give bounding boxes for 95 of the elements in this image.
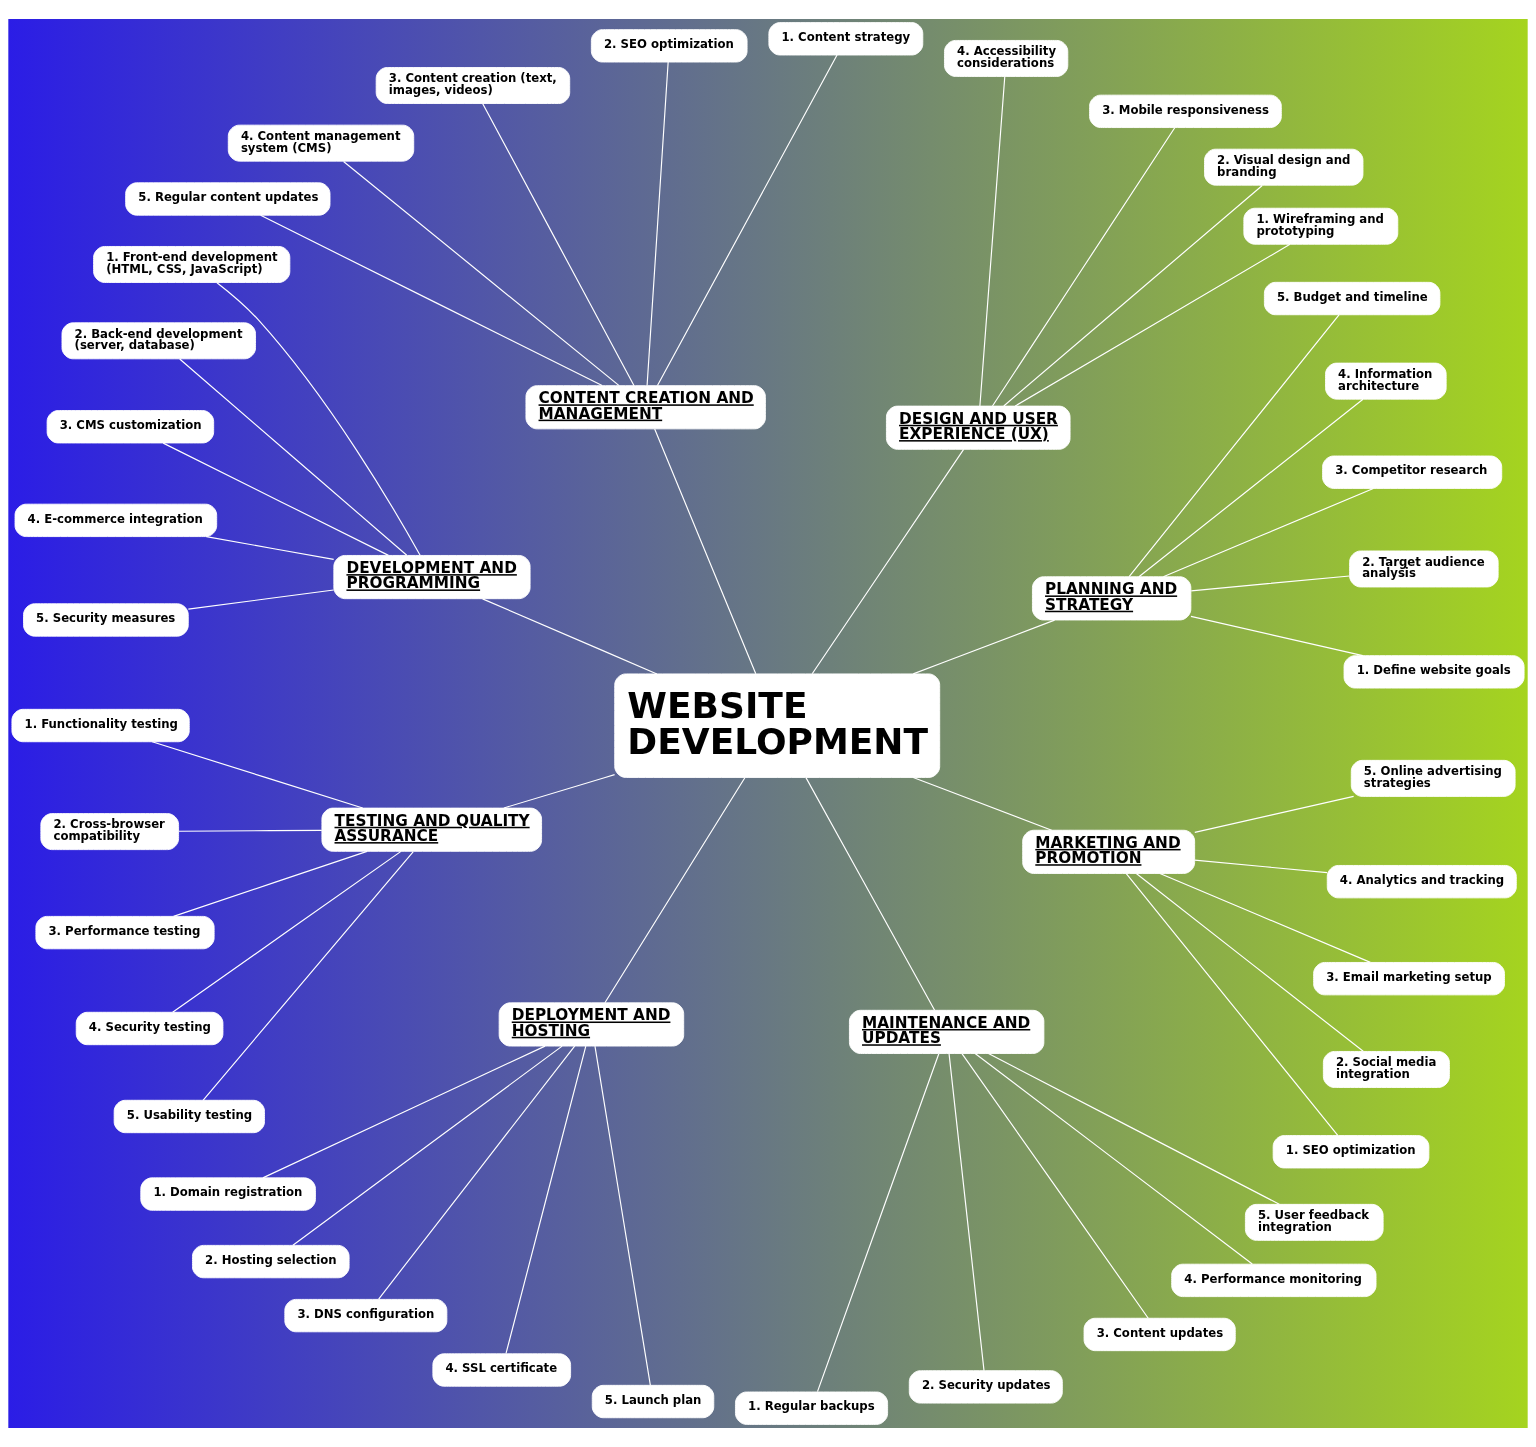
connector <box>1003 184 1263 407</box>
connector <box>816 1053 940 1393</box>
node-box: WEBSITE DEVELOPMENT <box>614 673 941 778</box>
connector <box>1162 487 1374 578</box>
connector <box>260 214 603 387</box>
node-box: 4. Security testing <box>75 1011 224 1046</box>
node-box: 2. Security updates <box>908 1370 1063 1404</box>
connector <box>503 774 616 809</box>
node-box: 2. Back-end development (server, database) <box>61 322 256 360</box>
node-box: 5. Launch plan <box>591 1384 715 1419</box>
node-box: 5. Security measures <box>23 603 189 637</box>
connector <box>505 1045 587 1354</box>
connector <box>1014 243 1291 407</box>
node-box: 1. Regular backups <box>735 1391 889 1425</box>
node-box: CONTENT CREATION AND MANAGEMENT <box>525 385 766 430</box>
connector <box>961 1053 1149 1319</box>
connector <box>187 589 335 610</box>
connector <box>1194 795 1355 833</box>
node-box: 4. Analytics and tracking <box>1326 865 1517 899</box>
node-box: 3. Performance testing <box>35 915 215 950</box>
connector <box>987 1053 1280 1205</box>
connector <box>1138 398 1364 578</box>
node-box: DESIGN AND USER EXPERIENCE (UX) <box>885 405 1071 450</box>
connector <box>1159 872 1371 963</box>
node-box: 3. Email marketing setup <box>1313 962 1505 996</box>
node-box: 2. Social media integration <box>1322 1051 1450 1088</box>
node-box: PLANNING AND STRATEGY <box>1031 576 1192 621</box>
connector <box>205 536 335 561</box>
node-box: 1. SEO optimization <box>1272 1135 1430 1169</box>
node-box: 4. E-commerce integration <box>14 503 218 538</box>
node-box: TESTING AND QUALITY ASSURANCE <box>321 807 543 852</box>
node-box: 4. Accessibility considerations <box>944 40 1069 77</box>
node-box: 1. Front-end development (HTML, CSS, JavaScript) <box>93 246 291 283</box>
connector <box>1190 575 1351 592</box>
node-box: 2. Target audience analysis <box>1349 550 1499 588</box>
node-box: 5. Regular content updates <box>125 182 331 216</box>
connector <box>1135 872 1364 1052</box>
connector <box>162 442 390 556</box>
connector <box>1194 859 1328 874</box>
node-box: MARKETING AND PROMOTION <box>1022 829 1196 874</box>
connector <box>604 777 746 1004</box>
node-box: 3. Content updates <box>1083 1317 1236 1352</box>
connector <box>1190 615 1364 657</box>
connector <box>991 127 1176 407</box>
node-box: 1. Define website goals <box>1343 655 1525 689</box>
node-box: 5. Online advertising strategies <box>1350 759 1516 797</box>
connector <box>1125 873 1339 1136</box>
node-box: MAINTENANCE AND UPDATES <box>848 1009 1045 1054</box>
node-box: 4. SSL certificate <box>432 1353 572 1387</box>
connector <box>151 741 364 809</box>
connector <box>482 103 635 387</box>
node-box: 5. Budget and timeline <box>1263 281 1441 316</box>
connector <box>974 1052 1253 1265</box>
connector <box>378 1045 576 1300</box>
node-box: 3. Content creation (text, images, videos) <box>375 67 571 104</box>
connector <box>948 1053 985 1372</box>
connector <box>172 850 368 917</box>
connector <box>811 448 965 675</box>
node-box: 1. Functionality testing <box>11 708 190 743</box>
connector <box>979 76 1006 407</box>
connector <box>292 1045 563 1246</box>
connector <box>805 777 936 1011</box>
node-box: 4. Performance monitoring <box>1171 1263 1377 1298</box>
connector <box>656 54 838 387</box>
connector <box>216 282 421 556</box>
connector <box>481 598 658 675</box>
node-box: 2. Visual design and branding <box>1204 148 1364 186</box>
connector <box>202 850 414 1101</box>
node-box: 2. SEO optimization <box>590 29 748 63</box>
connector <box>646 61 669 387</box>
connector <box>262 1045 546 1179</box>
node-box: 4. Content management system (CMS) <box>227 124 415 162</box>
node-box: 4. Information architecture <box>1325 362 1447 400</box>
node-box: 1. Content strategy <box>768 22 924 56</box>
connector <box>912 619 1056 675</box>
node-box: 3. Competitor research <box>1322 455 1503 489</box>
connector <box>342 160 620 387</box>
node-box: DEPLOYMENT AND HOSTING <box>498 1002 685 1047</box>
connector <box>1128 314 1340 578</box>
node-box: 2. Cross-browser compatibility <box>40 813 180 851</box>
connector <box>179 358 408 556</box>
node-box: 1. Wireframing and prototyping <box>1243 207 1399 245</box>
node-box: 3. Mobile responsiveness <box>1089 94 1282 128</box>
node-box: 3. CMS customization <box>46 410 215 444</box>
node-box: DEVELOPMENT AND PROGRAMMING <box>333 555 531 600</box>
node-box: 1. Domain registration <box>140 1177 316 1211</box>
connector <box>172 850 402 1013</box>
node-box: 3. DNS configuration <box>284 1298 448 1333</box>
node-box: 2. Hosting selection <box>192 1244 350 1279</box>
connector <box>654 428 757 675</box>
node-box: 5. Usability testing <box>113 1099 265 1134</box>
connector <box>594 1045 651 1386</box>
connector <box>912 776 1053 831</box>
node-box: 5. User feedback integration <box>1244 1203 1384 1241</box>
connector <box>178 829 323 832</box>
